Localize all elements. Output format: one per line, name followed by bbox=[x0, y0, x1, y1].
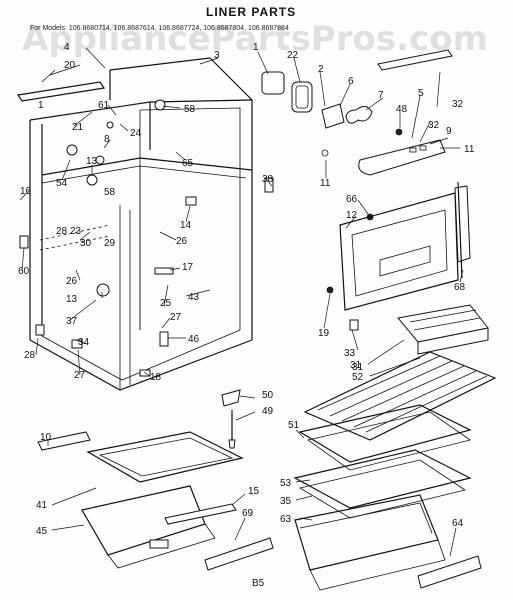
callout-20: 20 bbox=[64, 60, 76, 71]
callout-5: 5 bbox=[418, 88, 424, 99]
side-rail bbox=[457, 181, 463, 279]
callout-45: 45 bbox=[36, 526, 48, 537]
callout-4: 4 bbox=[64, 42, 70, 53]
callout-27-right: 27 bbox=[170, 312, 182, 323]
callout-14: 14 bbox=[180, 220, 192, 231]
callout-48: 48 bbox=[396, 104, 408, 115]
callout-22: 22 bbox=[287, 50, 299, 61]
callout-64: 64 bbox=[452, 518, 464, 529]
callout-68: 68 bbox=[454, 282, 466, 293]
callout-38: 38 bbox=[262, 174, 274, 185]
callout-11-left: 11 bbox=[320, 178, 331, 189]
callout-21: 21 bbox=[72, 122, 84, 133]
callout-10: 10 bbox=[40, 432, 52, 443]
callout-26-right: 26 bbox=[176, 236, 188, 247]
callout-43: 43 bbox=[188, 292, 200, 303]
callout-6: 6 bbox=[348, 76, 354, 87]
callout-18: 18 bbox=[150, 372, 162, 383]
callout-35: 35 bbox=[280, 496, 292, 507]
callout-49: 49 bbox=[262, 406, 274, 417]
callout-16: 16 bbox=[20, 186, 32, 197]
callout-labels: 4 20 3 1 22 2 6 7 48 5 32 32 9 11 11 66 … bbox=[18, 42, 475, 589]
callout-32-top: 32 bbox=[452, 99, 464, 110]
callout-66: 66 bbox=[346, 194, 358, 205]
callout-9: 9 bbox=[446, 126, 452, 137]
callout-32: 32 bbox=[428, 120, 440, 131]
callout-60: 60 bbox=[18, 266, 30, 277]
callout-23: 23 bbox=[70, 226, 82, 237]
callout-25: 25 bbox=[160, 298, 172, 309]
callout-61: 61 bbox=[98, 100, 110, 111]
callout-31-lower: 31 bbox=[350, 360, 362, 371]
callout-30: 30 bbox=[80, 238, 92, 249]
shelf-support-rod bbox=[221, 389, 241, 449]
callout-17: 17 bbox=[182, 262, 194, 273]
fan-and-control-parts bbox=[261, 49, 453, 221]
callout-13-upper: 13 bbox=[86, 156, 98, 167]
refrigerator-shelves bbox=[293, 404, 472, 519]
model-list: For Models: 106.8680714, 106.8687614, 10… bbox=[30, 25, 289, 32]
meat-pan bbox=[294, 494, 446, 591]
callout-2: 2 bbox=[318, 64, 324, 75]
diagram-title: LINER PARTS bbox=[206, 5, 296, 19]
callout-1: 1 bbox=[253, 42, 259, 53]
callout-31-upper: 31 bbox=[352, 362, 364, 373]
callout-46: 46 bbox=[188, 334, 200, 345]
callout-29: 29 bbox=[104, 238, 116, 249]
callout-51: 51 bbox=[288, 420, 300, 431]
callout-26-left: 26 bbox=[66, 276, 78, 287]
callout-41: 41 bbox=[36, 500, 48, 511]
leader-lines bbox=[19, 47, 464, 557]
callout-28-upper: 28 bbox=[56, 226, 68, 237]
callout-50: 50 bbox=[262, 390, 274, 401]
callout-34: 34 bbox=[78, 337, 90, 348]
callout-52: 52 bbox=[352, 372, 364, 383]
callout-33: 33 bbox=[344, 348, 356, 359]
callout-54: 54 bbox=[56, 178, 68, 189]
callout-69: 69 bbox=[242, 508, 254, 519]
callout-15: 15 bbox=[248, 486, 260, 497]
callout-3: 3 bbox=[214, 50, 220, 61]
callout-63: 63 bbox=[280, 514, 292, 525]
callout-12: 12 bbox=[346, 210, 358, 221]
callout-58-mid: 58 bbox=[104, 187, 116, 198]
callout-28-lower: 28 bbox=[24, 350, 36, 361]
callout-58: 58 bbox=[184, 104, 196, 115]
watermark: AppliancePartsPros.com bbox=[22, 19, 488, 59]
ice-tray bbox=[397, 304, 489, 355]
callout-65: 65 bbox=[182, 158, 194, 169]
callout-27-left: 27 bbox=[74, 370, 86, 381]
cabinet-liner bbox=[16, 57, 253, 391]
callout-1-left: 1 bbox=[38, 100, 44, 111]
callout-37: 37 bbox=[66, 316, 78, 327]
callout-7: 7 bbox=[378, 90, 384, 101]
callout-19: 19 bbox=[318, 328, 330, 339]
callout-8: 8 bbox=[104, 134, 110, 145]
footer-code: B5 bbox=[252, 578, 265, 589]
callout-13-lower: 13 bbox=[66, 294, 78, 305]
callout-53: 53 bbox=[280, 478, 292, 489]
crisper-drawer-assembly bbox=[37, 431, 482, 589]
callout-11-right: 11 bbox=[464, 144, 475, 155]
callout-24: 24 bbox=[130, 128, 142, 139]
